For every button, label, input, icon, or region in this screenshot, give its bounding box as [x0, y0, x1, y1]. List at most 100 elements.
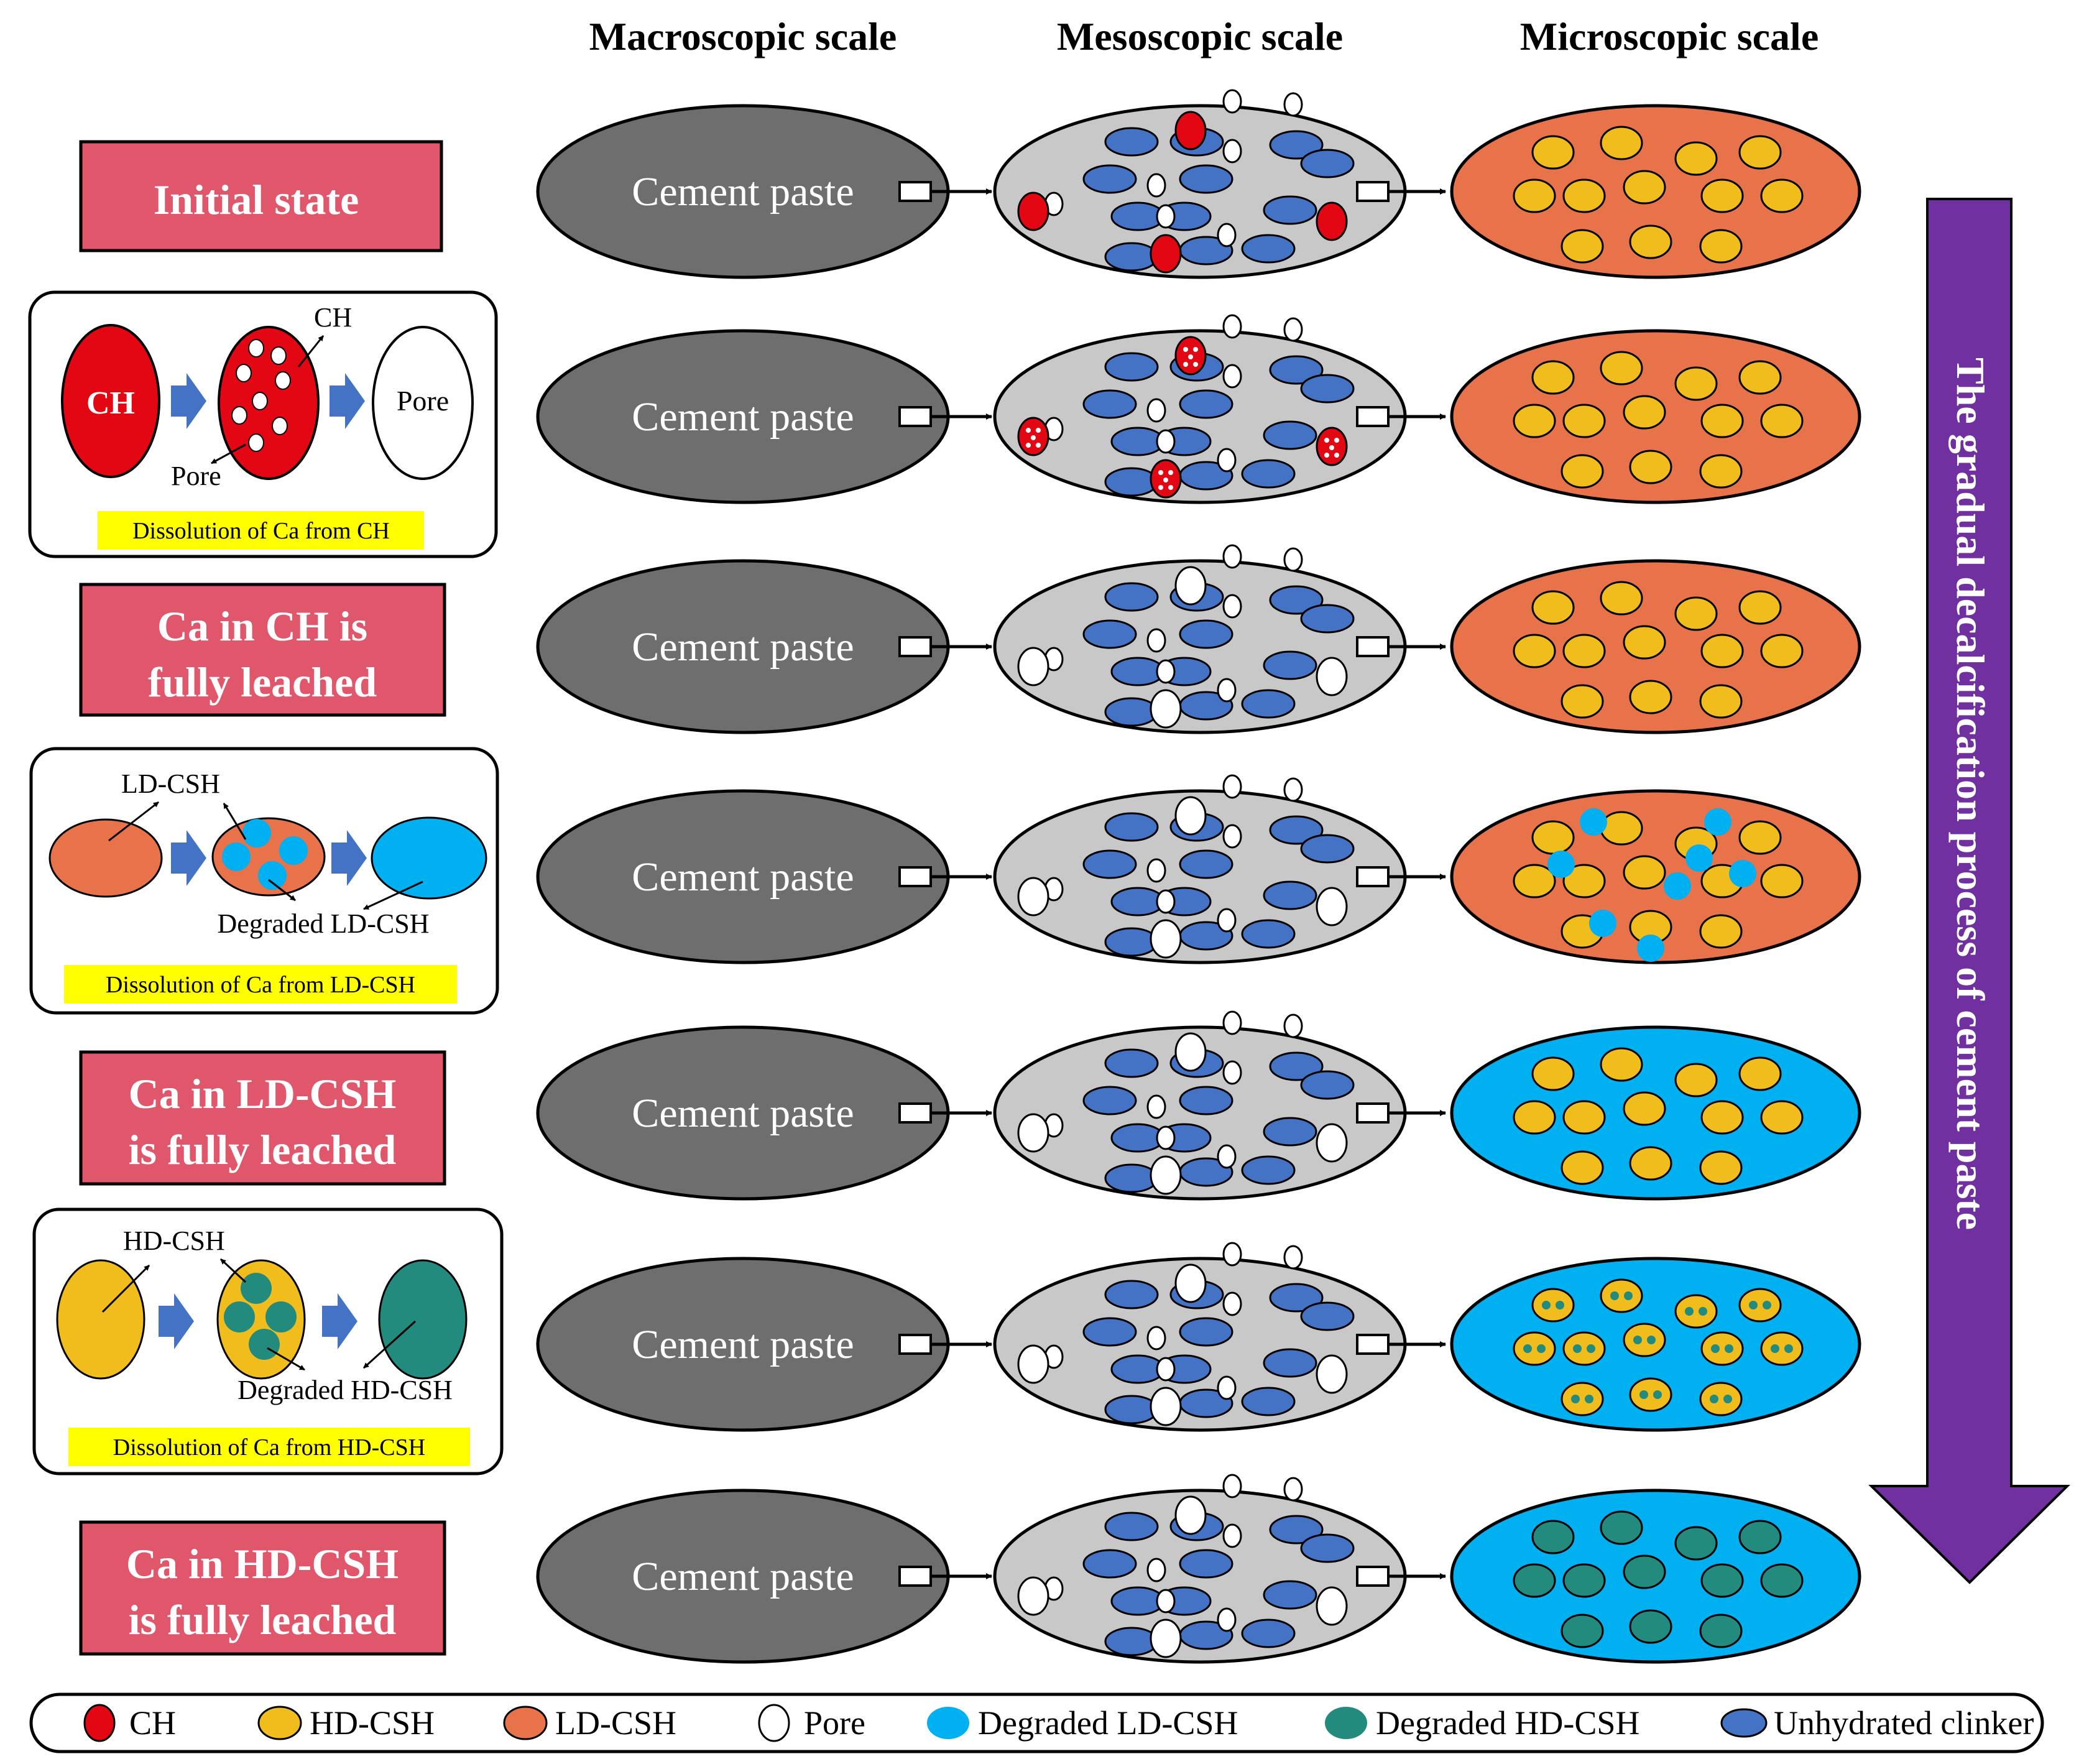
pore-dot: [1193, 347, 1198, 352]
step-arrow-icon: [322, 1293, 357, 1349]
hd-csh-particle: [1674, 596, 1718, 631]
clinker-particle: [1110, 427, 1165, 456]
small-pore: [1222, 139, 1242, 164]
ch-caption: Dissolution of Ca from CH: [132, 518, 390, 544]
legend-label: Unhydrated clinker: [1774, 1704, 2034, 1742]
zoom-marker: [1356, 1334, 1390, 1355]
clinker-particle: [1082, 1317, 1137, 1347]
zoom-marker: [898, 406, 932, 427]
clinker-particle: [1179, 389, 1233, 419]
hd-csh-particle: [1699, 1150, 1743, 1185]
degraded-ld-spot: [1704, 808, 1731, 836]
pore-product-label: Pore: [397, 385, 449, 417]
clinker-particle: [1110, 1123, 1165, 1153]
cement-paste-label: Cement paste: [632, 394, 854, 440]
pore-dot: [270, 346, 287, 365]
state-ch-leached-line2: fully leached: [148, 658, 377, 706]
small-pore: [1146, 173, 1166, 198]
ch-particle: [1316, 201, 1348, 241]
large-pore: [1017, 877, 1049, 917]
large-pore: [1017, 1576, 1049, 1616]
pore-dot: [1026, 428, 1031, 433]
pore-dot: [1334, 438, 1339, 443]
clinker-particle: [1104, 127, 1159, 157]
hd-csh-particle: [1561, 454, 1604, 489]
large-pore: [1174, 796, 1207, 836]
hd-csh-particle: [1513, 634, 1556, 668]
hd-csh-particle: [1760, 404, 1804, 438]
legend-label: Degraded LD-CSH: [978, 1704, 1238, 1742]
legend-label: CH: [129, 1704, 176, 1742]
hd-csh-particle: [1760, 178, 1804, 213]
clinker-particle: [1082, 619, 1137, 649]
clinker-particle: [1269, 1283, 1324, 1313]
pore-dot: [248, 433, 264, 452]
step-arrow-icon: [331, 830, 367, 886]
degraded-ld-pointer-label: Degraded LD-CSH: [218, 908, 430, 939]
clinker-particle: [1104, 1163, 1159, 1193]
clinker-particle: [1104, 352, 1159, 382]
hd-csh-particle: [1674, 1063, 1718, 1097]
small-pore: [1146, 628, 1166, 653]
pore-dot: [1026, 443, 1031, 448]
small-pore: [1217, 448, 1237, 473]
ch-particle: [1017, 192, 1049, 231]
degraded-spot: [1685, 1307, 1694, 1316]
clinker-particle: [1179, 1086, 1233, 1115]
legend-swatch: [1325, 1707, 1367, 1739]
large-pore: [1150, 1619, 1182, 1658]
hd-csh-particle: [1674, 366, 1718, 401]
hd-csh-particle: [1623, 395, 1666, 430]
zoom-marker: [1356, 1102, 1390, 1124]
degraded-spot: [1624, 1291, 1633, 1300]
clinker-particle: [1269, 585, 1324, 615]
ch-particle: [1174, 111, 1207, 150]
legend-swatch: [1720, 1708, 1768, 1738]
pore-pointer-label: Pore: [171, 461, 221, 491]
hd-csh-particle: [1562, 1100, 1606, 1135]
hd-csh-particle: [1699, 684, 1743, 719]
degraded-ld-spot: [1637, 935, 1664, 962]
pore-product: [372, 326, 474, 480]
hd-csh-particle: [1600, 811, 1643, 846]
cement-paste-label: Cement paste: [632, 1554, 854, 1599]
degraded-spot: [1639, 1390, 1648, 1399]
degraded-spot: [1587, 1344, 1595, 1353]
large-pore: [1150, 1155, 1182, 1195]
hd-csh-particle: [1674, 1294, 1718, 1329]
header-microscopic: Microscopic scale: [1520, 14, 1819, 58]
hd-csh-particle: [1623, 625, 1666, 660]
pore-dot: [231, 406, 247, 425]
clinker-particle: [1241, 1155, 1296, 1185]
hd-csh-particle: [1629, 1377, 1672, 1412]
clinker-particle: [1300, 1533, 1355, 1563]
small-pore: [1156, 889, 1176, 914]
hd-csh-particle: [1738, 360, 1782, 395]
clinker-particle: [1241, 1619, 1296, 1648]
hd-csh-particle: [1623, 1554, 1666, 1589]
scale-row: Cement paste: [536, 1242, 1861, 1432]
large-pore: [1017, 647, 1049, 686]
clinker-particle: [1269, 1051, 1324, 1081]
process-label: The gradual decalcification process of c…: [1948, 358, 1993, 1230]
step-arrow-icon: [171, 830, 206, 886]
pore-dot: [1168, 470, 1173, 475]
cement-paste-label: Cement paste: [632, 854, 854, 900]
process-arrow: The gradual decalcification process of c…: [1868, 198, 2070, 1584]
small-pore: [1283, 1477, 1303, 1502]
clinker-particle: [1179, 164, 1233, 194]
zoom-marker: [898, 181, 932, 202]
cement-paste-label: Cement paste: [632, 169, 854, 215]
degraded-spot: [1542, 1301, 1551, 1309]
small-pore: [1222, 1523, 1242, 1548]
small-pore: [1283, 317, 1303, 342]
hd-csh-particle: [1561, 1382, 1604, 1416]
clinker-particle: [1179, 1549, 1233, 1579]
hd-csh-particle: [1623, 1091, 1666, 1126]
clinker-particle: [1104, 467, 1159, 497]
pore-dot: [1188, 354, 1193, 359]
clinker-particle: [1241, 459, 1296, 489]
degraded-spot: [1725, 1344, 1733, 1353]
small-pore: [1222, 364, 1242, 389]
clinker-particle: [1263, 1117, 1317, 1147]
